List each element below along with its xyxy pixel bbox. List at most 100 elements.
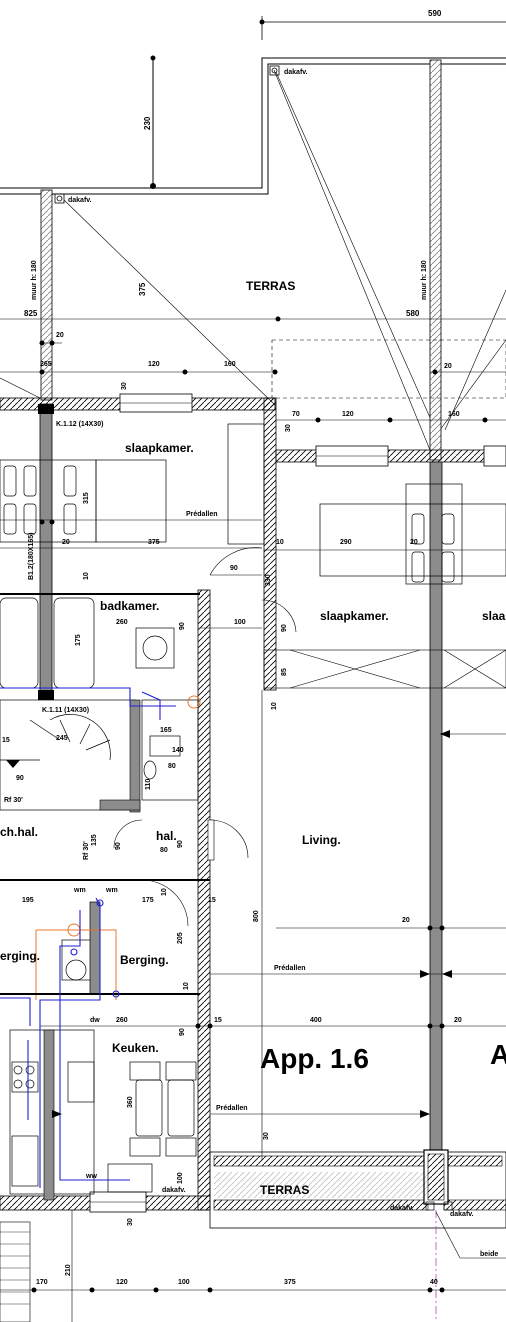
plan-label-k111: K.1.11 (14X30) xyxy=(42,707,89,714)
plan-label-app-next: A xyxy=(490,1039,506,1070)
plan-label-d245: 245 xyxy=(56,735,68,742)
room-slaapkamer-left: slaapkamer. xyxy=(125,441,194,455)
terrace-wall-left: muur h: 180 xyxy=(31,189,53,401)
terras-top-label: TERRAS xyxy=(246,279,295,293)
plan-label-d10e: 10 xyxy=(183,982,190,990)
plan-label-d205: 205 xyxy=(177,932,184,944)
terras-bottom-label: TERRAS xyxy=(260,1183,309,1197)
plan-label-rf1: Rf 30' xyxy=(4,797,23,804)
apartment-label: App. 1.6 xyxy=(260,1043,369,1074)
room-keuken: Keuken. xyxy=(112,1041,159,1055)
terras-bottom xyxy=(209,1149,506,1229)
room-nachthal: ch.hal. xyxy=(0,825,38,839)
plan-label-d10a: 10 xyxy=(83,572,90,580)
terrace-wall-right: muur h: 180 xyxy=(421,59,442,461)
room-berging: Berging. xyxy=(120,953,169,967)
plan-label-dakafv5: dakafv. xyxy=(450,1211,474,1218)
column-right xyxy=(429,461,443,1163)
plan-label-d100a: 100 xyxy=(234,619,246,626)
room-hal: hal. xyxy=(156,829,177,843)
plan-label-d20a: 20 xyxy=(56,332,64,339)
plan-label-dakafv1: dakafv. xyxy=(284,69,308,76)
exterior-walls xyxy=(0,393,506,1213)
plan-label-d160b: 160 xyxy=(448,411,460,418)
plan-label-beide: beide xyxy=(480,1251,498,1258)
plan-label-predallen1: Prédallen xyxy=(186,511,218,518)
plan-label-d100b: 100 xyxy=(177,1172,184,1184)
plan-label-d90d: 90 xyxy=(16,775,24,782)
plan-label-d90a: 90 xyxy=(230,565,238,572)
plan-label-d330: 330 xyxy=(265,574,272,586)
drainage-lines xyxy=(0,69,506,451)
plan-label-d90c: 90 xyxy=(281,624,288,632)
dim-230: 230 xyxy=(143,116,152,130)
plan-label-d825: 825 xyxy=(24,309,38,318)
plan-label-d10c: 10 xyxy=(271,702,278,710)
room-badkamer: badkamer. xyxy=(100,599,159,613)
plan-label-dakafv3: dakafv. xyxy=(162,1187,186,1194)
plan-label-predallen3: Prédallen xyxy=(216,1105,248,1112)
plan-label-h375: 375 xyxy=(138,282,147,296)
wc xyxy=(141,699,199,801)
plan-label-d175b: 175 xyxy=(142,897,154,904)
plan-label-d40: 40 xyxy=(430,1279,438,1286)
column-k112 xyxy=(39,403,53,695)
plan-label-muur2: muur h: 180 xyxy=(421,260,428,300)
plan-label-d400: 400 xyxy=(310,1017,322,1024)
room-slaapkamer-right: slaapkamer. xyxy=(320,609,389,623)
plan-label-d170: 170 xyxy=(36,1279,48,1286)
plan-label-d165: 165 xyxy=(160,727,172,734)
dim-row-265 xyxy=(0,340,506,375)
plan-label-d30c: 30 xyxy=(263,1132,270,1140)
plan-label-d90e: 90 xyxy=(115,842,122,850)
plan-label-d10b: 10 xyxy=(276,539,284,546)
plan-label-d260a: 260 xyxy=(116,619,128,626)
plumbing-blue xyxy=(0,687,176,1188)
plan-label-d135: 135 xyxy=(91,834,98,846)
plan-label-d160a: 160 xyxy=(224,361,236,368)
plan-label-d290: 290 xyxy=(340,539,352,546)
plan-label-d80b: 80 xyxy=(160,847,168,854)
plan-label-slaapkamer3: slaa xyxy=(482,609,506,623)
plan-label-d20e: 20 xyxy=(402,917,410,924)
dakafv-top: dakafv. dakafv. xyxy=(54,65,308,204)
plan-label-rf2: Rf 30' xyxy=(83,841,90,860)
plan-label-wm1: wm xyxy=(73,887,86,894)
plan-label-d90g: 90 xyxy=(179,1028,186,1036)
plan-label-d580: 580 xyxy=(406,309,420,318)
plan-label-d30a: 30 xyxy=(121,382,128,390)
dim-590: 590 xyxy=(428,9,442,18)
stairs xyxy=(0,699,137,811)
plan-label-ww: ww xyxy=(85,1173,97,1180)
plan-label-d15b: 15 xyxy=(208,897,216,904)
plan-label-d90f: 90 xyxy=(177,840,184,848)
plan-label-d20f: 20 xyxy=(454,1017,462,1024)
bed-left xyxy=(0,459,167,543)
plan-label-d360: 360 xyxy=(127,1096,134,1108)
plan-label-d30b: 30 xyxy=(285,424,292,432)
plan-label-dakafv4: dakafv. xyxy=(390,1205,414,1212)
plan-label-d375c: 375 xyxy=(284,1279,296,1286)
plan-label-d120a: 120 xyxy=(148,361,160,368)
outer-contour xyxy=(0,55,506,195)
plan-label-d375b: 375 xyxy=(148,539,160,546)
plan-label-d20b: 20 xyxy=(444,363,452,370)
plan-label-dw: dw xyxy=(90,1017,100,1024)
bottom-dimension xyxy=(0,1210,506,1322)
plan-label-d10d: 10 xyxy=(161,888,168,896)
plan-label-d315: 315 xyxy=(83,492,90,504)
plan-label-d265: 265 xyxy=(40,361,52,368)
plan-label-d195: 195 xyxy=(22,897,34,904)
plan-label-d100c: 100 xyxy=(178,1279,190,1286)
plan-label-berging2: erging. xyxy=(0,949,40,963)
plan-label-d210: 210 xyxy=(65,1264,72,1276)
plan-label-d85: 85 xyxy=(281,668,288,676)
plan-label-d30d: 30 xyxy=(127,1218,134,1226)
plan-label-d20c: 20 xyxy=(62,539,70,546)
bed-right xyxy=(319,483,506,585)
room-living: Living. xyxy=(302,833,341,847)
wardrobe-right xyxy=(263,649,506,689)
plan-label-d20d: 20 xyxy=(410,539,418,546)
kitchen xyxy=(9,1029,197,1195)
